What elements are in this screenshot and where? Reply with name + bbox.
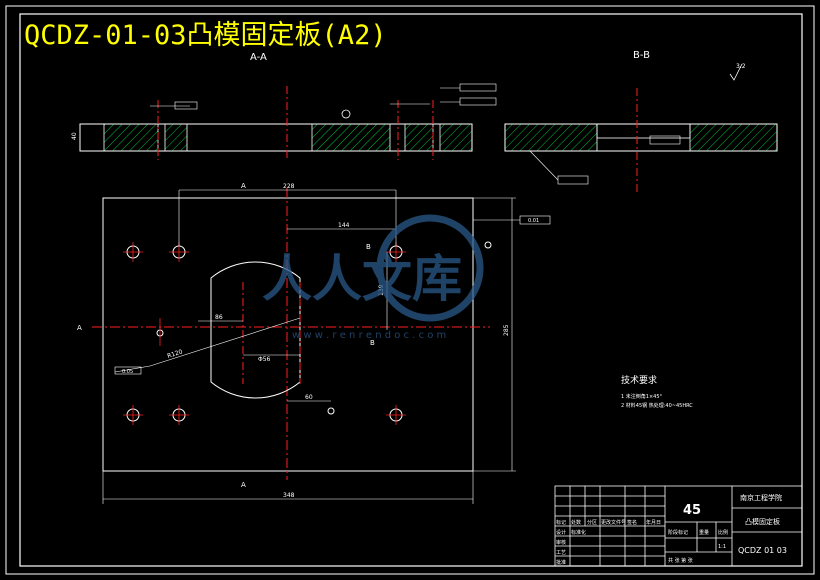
tb-school: 南京工程学院 xyxy=(740,493,782,502)
watermark: 人人文库 w w w . r e n r e n d o c . c o m xyxy=(262,214,484,341)
section-bb-view: 3.2 xyxy=(504,63,778,195)
tol-a: 0.05 xyxy=(122,369,133,375)
dim-hole-span: 228 xyxy=(283,183,295,190)
dim-offset-86: 86 xyxy=(215,314,223,321)
tb-approve: 批准 xyxy=(556,559,566,566)
dim-overall-height: 285 xyxy=(503,324,510,336)
tb-scale-val: 1:1 xyxy=(718,544,726,550)
tb-label-change: 更改文件号 xyxy=(601,519,626,526)
tb-drawing-no: QCDZ 01 03 xyxy=(738,546,787,555)
tb-label-date: 年月日 xyxy=(646,519,661,526)
dim-radius: R120 xyxy=(166,348,183,360)
cut-marker-left: A xyxy=(77,324,82,332)
tb-label-sign: 签名 xyxy=(627,519,637,526)
watermark-url: w w w . r e n r e n d o c . c o m xyxy=(292,330,446,341)
watermark-text: 人人文库 xyxy=(262,250,462,308)
thickness-dim: 40 xyxy=(71,132,78,140)
notes-heading: 技术要求 xyxy=(621,374,657,386)
tb-scale: 比例 xyxy=(718,529,728,536)
tb-stage: 阶段标记 xyxy=(668,529,688,536)
outer-frame xyxy=(5,5,815,575)
tb-sheets: 共 张 第 张 xyxy=(668,557,693,564)
dim-small: 60 xyxy=(305,394,313,401)
section-aa-label: A-A xyxy=(250,52,267,63)
tb-label-mark: 标记 xyxy=(556,519,566,526)
tb-quantity: 45 xyxy=(683,503,701,518)
drawing-title: QCDZ-01-03凸模固定板(A2) xyxy=(24,20,387,51)
notes-line1: 1 未注倒角1×45° xyxy=(621,393,663,400)
cut-marker-bottom: A xyxy=(241,481,246,489)
tb-design: 设计 xyxy=(556,529,566,536)
cut-marker-b1: B xyxy=(366,243,371,251)
tb-part-name: 凸模固定板 xyxy=(745,517,780,526)
tb-label-count: 处数 xyxy=(571,519,581,526)
cut-marker-top: A xyxy=(241,182,246,190)
tb-standard: 标准化 xyxy=(571,529,586,536)
roughness-value: 3.2 xyxy=(736,63,746,70)
tb-weight: 重量 xyxy=(699,529,709,536)
title-block xyxy=(554,485,803,567)
tol-b: 0.01 xyxy=(528,218,539,224)
plan-view: 228 144 348 139 285 86 Φ56 R120 60 0.05 … xyxy=(77,182,551,504)
tb-check: 审核 xyxy=(556,539,566,546)
dim-circle-dia: Φ56 xyxy=(258,356,271,363)
section-aa-view: 40 xyxy=(71,83,497,160)
notes-line2: 2 材料45钢 热处理:40~45HRC xyxy=(621,402,693,409)
dim-overall-width: 348 xyxy=(283,492,295,499)
section-bb-label: B-B xyxy=(633,50,650,61)
cut-marker-b2: B xyxy=(370,339,375,347)
inner-frame xyxy=(19,13,803,567)
tb-label-zone: 分区 xyxy=(587,519,597,526)
tb-process: 工艺 xyxy=(556,550,566,556)
dim-inner-span: 144 xyxy=(338,222,350,229)
